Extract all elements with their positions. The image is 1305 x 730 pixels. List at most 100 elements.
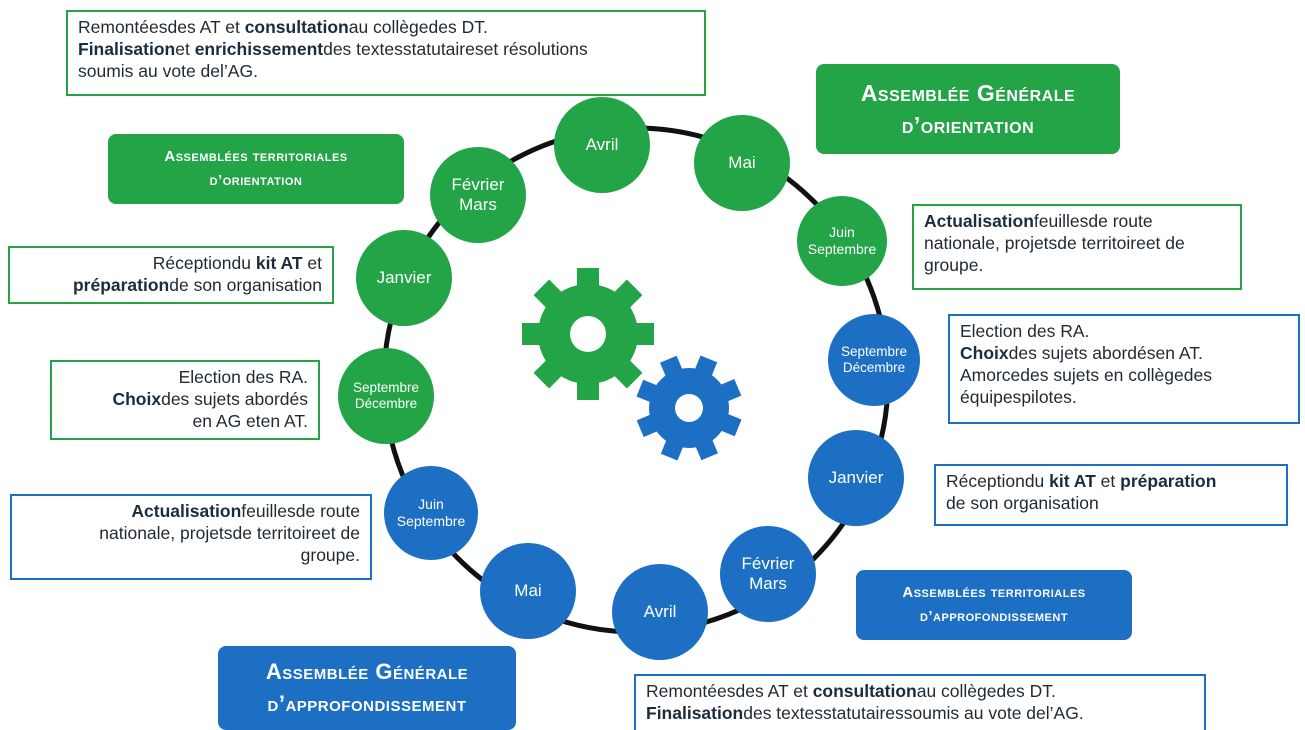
node-label: Avril — [585, 134, 619, 154]
note-line: groupe. — [22, 544, 360, 566]
month-node-fevrier-mars-blue: Février Mars — [720, 526, 816, 622]
node-label: Mai — [728, 152, 756, 172]
note-text: en AG et — [192, 411, 261, 431]
note-text: et résolutions — [483, 39, 588, 59]
tag-ag-orientation: Assemblée Générale d’orientation — [816, 64, 1120, 154]
note-text: des sujets en collège — [1020, 365, 1184, 385]
month-node-avril-blue: Avril — [612, 564, 708, 660]
note-text: des DT. — [428, 17, 488, 37]
note-text-bold: Choix — [960, 343, 1009, 363]
tag-line: Assemblée Générale — [860, 80, 1076, 106]
note-text: et de — [321, 523, 360, 543]
tag-at-approfondissement: Assemblées territoriales d’approfondisse… — [856, 570, 1132, 640]
note-text: pilotes. — [1021, 387, 1077, 407]
note-text: feuilles — [241, 501, 296, 521]
note-line: Réceptiondu kit AT et préparation — [946, 470, 1276, 492]
month-node-mai-green: Mai — [694, 115, 790, 211]
note-text: des — [1183, 365, 1212, 385]
note-text: des sujets abordés — [161, 389, 308, 409]
node-label: Janvier — [376, 267, 432, 287]
note-line: Actualisationfeuillesde route — [22, 500, 360, 522]
note-text: , projets — [995, 233, 1058, 253]
note-text: statutaires — [402, 39, 484, 59]
node-label: Septembre — [807, 241, 877, 257]
note-text-bold: consultation — [812, 681, 917, 701]
note-text: et — [175, 39, 195, 59]
note-text: de son organisation — [946, 493, 1099, 513]
note-text: des sujets abordés — [1008, 343, 1156, 363]
note-text-bold: préparation — [1120, 471, 1217, 491]
note-text: statutaires — [823, 703, 904, 723]
node-label: Février — [741, 553, 795, 573]
note-text: feuilles — [1033, 211, 1089, 231]
note-text: des AT et — [735, 681, 813, 701]
note-text: l’AG. — [220, 61, 258, 81]
note-text: en AT. — [1155, 343, 1203, 363]
month-node-septembre-decembre-blue: Septembre Décembre — [828, 314, 920, 406]
note-line: soumis au vote del’AG. — [78, 60, 694, 82]
note-line: en AG eten AT. — [62, 410, 308, 432]
note-text: de son organisation — [169, 275, 322, 295]
node-label: Décembre — [354, 396, 418, 411]
month-node-juin-septembre-blue: Juin Septembre — [384, 466, 478, 560]
note-text: , projets — [170, 523, 233, 543]
node-label: Septembre — [396, 513, 466, 529]
note-text-bold: Actualisation — [924, 211, 1034, 231]
month-node-janvier-green: Janvier — [356, 230, 452, 326]
node-label: Mai — [514, 580, 542, 600]
node-label: Mars — [749, 574, 787, 593]
note-text-bold: kit AT — [255, 253, 303, 273]
note-text: du — [231, 253, 256, 273]
tag-line: d’orientation — [901, 112, 1035, 138]
node-label: Juin — [829, 224, 855, 241]
note-line: Remontéesdes AT et consultationau collèg… — [646, 680, 1194, 702]
note-line: nationale, projetsde territoireet de — [924, 232, 1230, 254]
tag-ag-approfondissement: Assemblée Générale d’approfondissement — [218, 646, 516, 730]
note-text-bold: consultation — [244, 17, 349, 37]
note-text: de route — [1088, 211, 1153, 231]
tag-line: Assemblées territoriales — [902, 584, 1086, 601]
note-text: Amorce — [960, 365, 1021, 385]
note-text: des AT et — [167, 17, 245, 37]
note-text-bold: Actualisation — [131, 501, 242, 521]
note-text: équipes — [960, 387, 1022, 407]
node-label: Juin — [418, 496, 444, 513]
note-text: et de — [1145, 233, 1185, 253]
tag-line: d’approfondissement — [919, 608, 1069, 625]
month-node-septembre-decembre-green: Septembre Décembre — [338, 348, 434, 444]
month-node-mai-blue: Mai — [480, 543, 576, 639]
tag-line: Assemblées territoriales — [164, 148, 348, 165]
note-actualisation-right: Actualisationfeuillesde route nationale,… — [912, 204, 1242, 290]
note-text: nationale — [99, 523, 171, 543]
note-election-left: Election des RA. Choixdes sujets abordés… — [50, 360, 320, 440]
note-text: soumis au vote de — [78, 61, 221, 81]
note-text-bold: kit AT — [1049, 471, 1096, 491]
gear-icon-blue — [636, 355, 742, 461]
note-line: Réceptiondu kit AT et — [20, 252, 322, 274]
note-line: Finalisationet enrichissementdes textess… — [78, 38, 694, 60]
note-text-bold: Finalisation — [78, 39, 176, 59]
note-line: Election des RA. — [960, 320, 1288, 342]
note-line: Actualisationfeuillesde route — [924, 210, 1230, 232]
note-line: Choixdes sujets abordésen AT. — [960, 342, 1288, 364]
node-label: Février — [451, 174, 505, 194]
note-text: Réception — [946, 471, 1025, 491]
tag-line: d’orientation — [209, 172, 303, 189]
note-line: équipespilotes. — [960, 386, 1288, 408]
note-text: au collège — [348, 17, 429, 37]
note-line: Amorcedes sujets en collègedes — [960, 364, 1288, 386]
note-line: Finalisationdes textesstatutairessoumis … — [646, 702, 1194, 724]
note-remontees-top: Remontéesdes AT et consultationau collèg… — [66, 10, 706, 96]
note-line: Election des RA. — [62, 366, 308, 388]
node-label: Janvier — [828, 467, 884, 487]
note-text-bold: enrichissement — [194, 39, 324, 59]
month-node-fevrier-mars-green: Février Mars — [430, 147, 526, 243]
node-label: Mars — [459, 195, 497, 214]
note-reception-left: Réceptiondu kit AT et préparationde son … — [8, 246, 334, 304]
tag-line: Assemblée Générale — [265, 659, 469, 684]
node-label: Septembre — [352, 379, 420, 395]
note-text: nationale — [924, 233, 996, 253]
note-text: groupe. — [924, 255, 984, 275]
note-text: Remontées — [78, 17, 168, 37]
node-label: Décembre — [842, 360, 906, 375]
